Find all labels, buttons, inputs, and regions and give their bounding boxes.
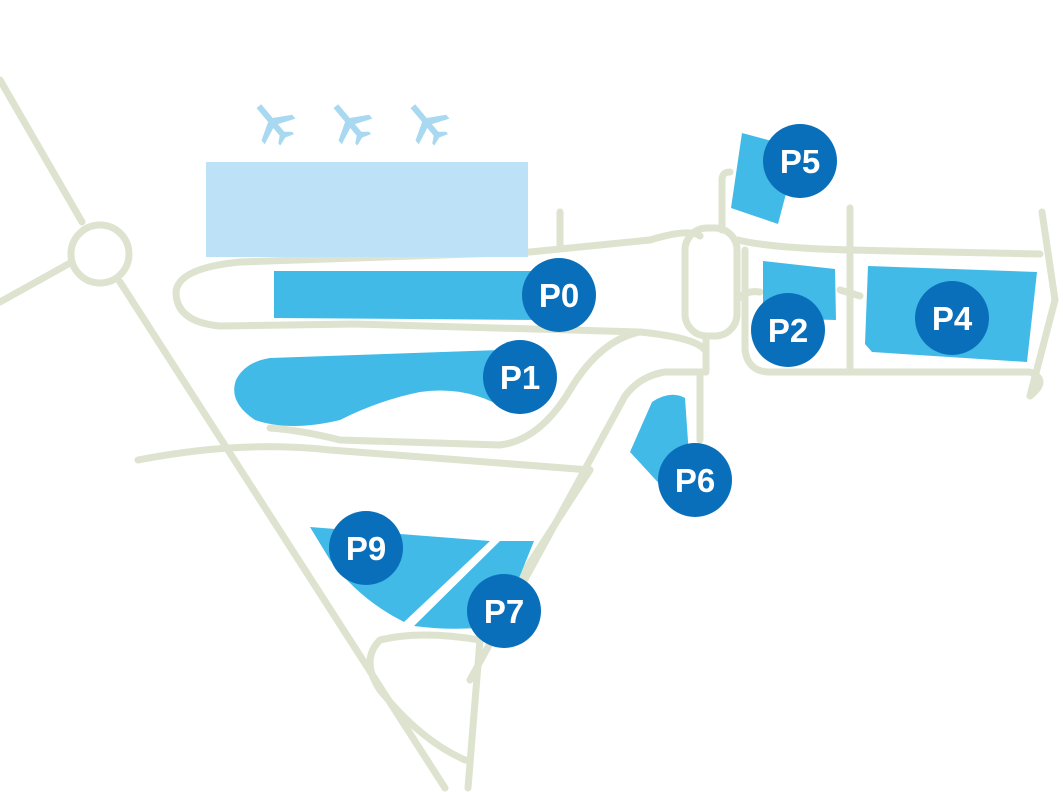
airplanes	[256, 104, 450, 146]
airplane-icon	[410, 104, 450, 146]
parking-label-p1: P1	[500, 359, 540, 396]
badge-circle	[467, 574, 541, 648]
parking-lot-p0[interactable]	[274, 271, 540, 320]
road-p5-spur	[718, 168, 734, 234]
badge-circle	[658, 443, 732, 517]
parking-label-p4: P4	[932, 300, 973, 337]
parking-badge-p9[interactable]: P9	[329, 511, 403, 585]
parking-lot-p1[interactable]	[234, 350, 510, 426]
badge-circle	[751, 293, 825, 367]
badge-circle	[329, 511, 403, 585]
road-main-east	[526, 229, 1044, 258]
parking-badge-p7[interactable]: P7	[467, 574, 541, 648]
road-south	[366, 466, 594, 792]
road-east-lower	[466, 368, 710, 684]
parking-label-p7: P7	[484, 593, 524, 630]
road-network	[0, 76, 1059, 792]
road-middle-curve	[266, 328, 644, 449]
parking-badge-p5[interactable]: P5	[763, 124, 837, 198]
road-middle-horizontal	[134, 443, 594, 474]
parking-badge-p2[interactable]: P2	[751, 293, 825, 367]
badge-circle	[915, 281, 989, 355]
airplane-icon	[256, 104, 296, 146]
road-roundabout-west	[0, 258, 76, 306]
terminal-building	[206, 162, 528, 257]
badge-circle	[483, 340, 557, 414]
parking-badge-p4[interactable]: P4	[915, 281, 989, 355]
parking-badge-p0[interactable]: P0	[522, 258, 596, 332]
roundabout	[67, 221, 133, 287]
parking-label-p0: P0	[539, 277, 579, 314]
badge-circle	[522, 258, 596, 332]
parking-label-p6: P6	[675, 462, 715, 499]
road-interchange-loop	[681, 224, 741, 340]
airplane-icon	[333, 104, 373, 146]
road-east-block	[741, 204, 1059, 400]
badge-circle	[763, 124, 837, 198]
parking-label-p5: P5	[780, 143, 820, 180]
parking-label-p2: P2	[768, 312, 808, 349]
parking-badge-p6[interactable]: P6	[658, 443, 732, 517]
parking-badges: P0 P1 P2 P4 P5 P6 P7 P9	[329, 124, 989, 648]
parking-label-p9: P9	[346, 530, 386, 567]
parking-badge-p1[interactable]: P1	[483, 340, 557, 414]
